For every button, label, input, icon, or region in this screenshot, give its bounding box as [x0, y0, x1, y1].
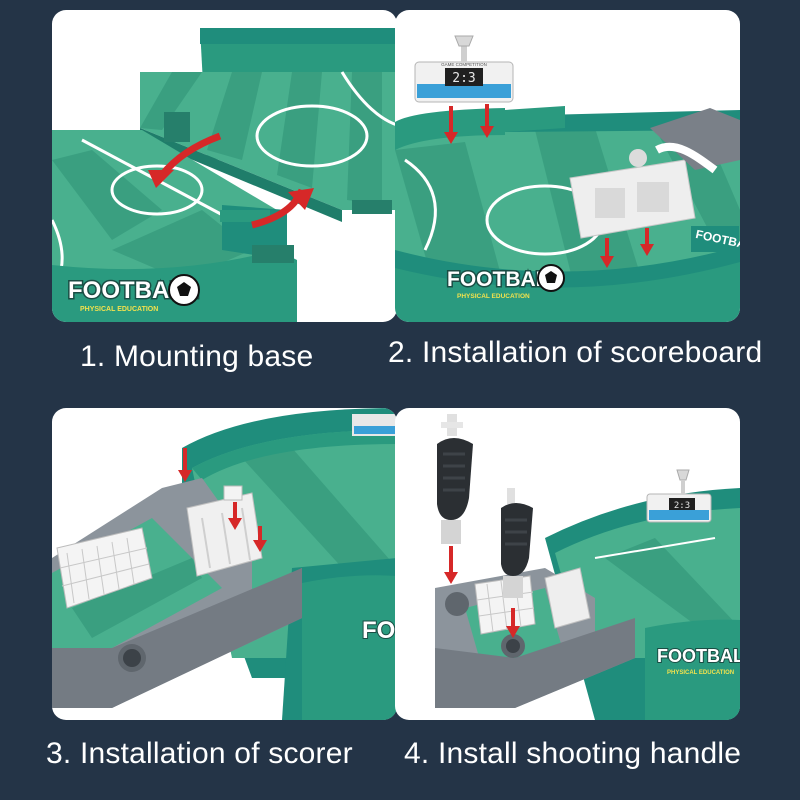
install-arrows — [444, 546, 520, 638]
scoreboard-illustration: 2:3 GAME COMPETITION FOOTBALL PHYSICAL E… — [395, 35, 740, 322]
scoreboard-display: 2:3 — [674, 501, 690, 511]
scoreboard: 2:3 GAME COMPETITION — [414, 35, 514, 103]
step-4-image: 2:3 FOOTBALL PHYSICAL EDUCATION — [395, 408, 740, 720]
brand-text: FOOTBALL — [657, 646, 740, 666]
brand-text: FOOTBALL — [362, 617, 397, 644]
scoreboard-display: 2:3 — [452, 71, 475, 86]
install-arrows — [178, 448, 267, 552]
shooting-handle-right — [501, 488, 533, 598]
scorer-illustration: FOOTBALL — [52, 408, 397, 720]
scoreboard: 2:3 — [646, 469, 712, 523]
step-2-caption: 2. Installation of scoreboard — [388, 336, 763, 369]
shooting-handle-left — [437, 414, 473, 544]
scorer-goal — [56, 527, 153, 609]
step-3-image: FOOTBALL — [52, 408, 397, 720]
install-arrows — [444, 104, 654, 268]
football-logo: FOOTBALL PHYSICAL EDUCATION — [67, 274, 200, 313]
step-4-caption: 4. Install shooting handle — [404, 737, 742, 770]
step-2-image: 2:3 GAME COMPETITION FOOTBALL PHYSICAL E… — [395, 10, 740, 322]
tagline-text: PHYSICAL EDUCATION — [457, 293, 530, 300]
mounting-base-illustration: FOOTBALL PHYSICAL EDUCATION — [52, 28, 397, 322]
football-logo: FOOTBALL PHYSICAL EDUCATION — [446, 264, 565, 300]
step-1-image: FOOTBALL PHYSICAL EDUCATION — [52, 10, 397, 322]
trophy-icon — [676, 469, 690, 481]
scoreboard-banner: GAME COMPETITION — [441, 62, 487, 67]
tagline-text: PHYSICAL EDUCATION — [80, 306, 158, 313]
trophy-icon — [454, 35, 474, 47]
handle-illustration: 2:3 FOOTBALL PHYSICAL EDUCATION — [435, 414, 740, 720]
step-3-caption: 3. Installation of scorer — [46, 737, 353, 770]
tagline-text: PHYSICAL EDUCATION — [667, 670, 734, 676]
step-1-caption: 1. Mounting base — [80, 340, 314, 373]
